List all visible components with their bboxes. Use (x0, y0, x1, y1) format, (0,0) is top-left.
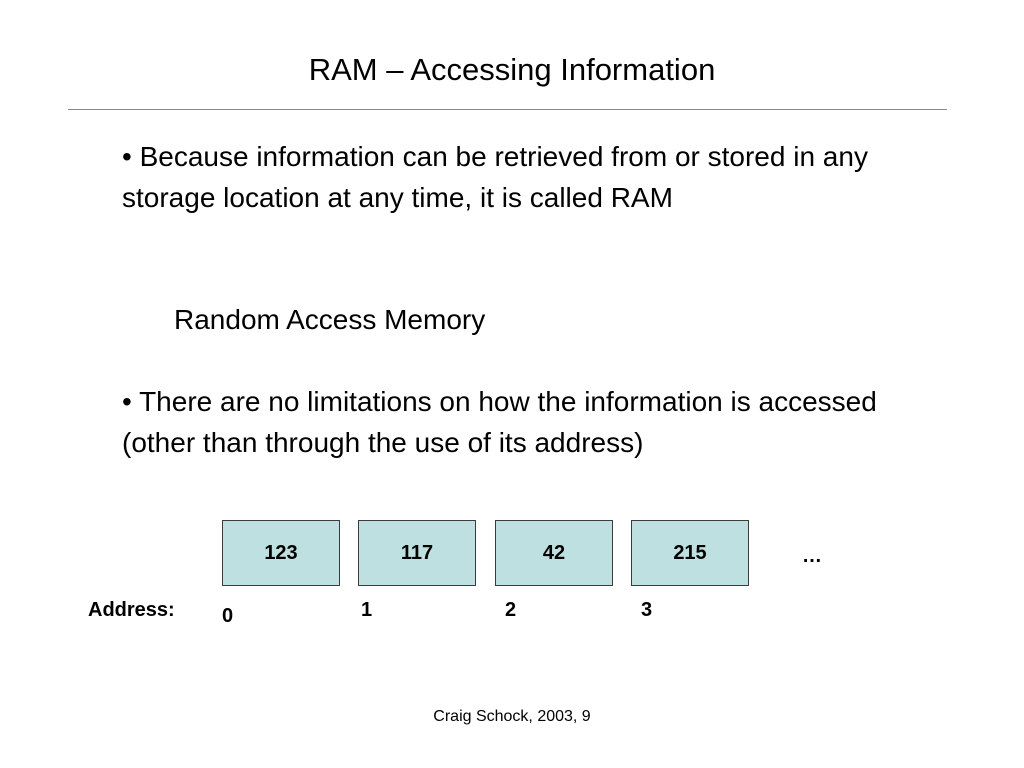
memory-cell: 215 (631, 520, 749, 586)
bullet-text-ram-definition: • Because information can be retrieved f… (122, 141, 868, 213)
bullet-text-access: • There are no limitations on how the in… (122, 386, 877, 458)
address-number: 2 (505, 599, 517, 621)
address-label: Address: (88, 599, 175, 621)
slide-title: RAM – Accessing Information (308, 52, 716, 87)
memory-cell: 42 (495, 520, 613, 586)
memory-cell: 123 (222, 520, 340, 586)
ram-expansion-text: Random Access Memory (174, 304, 486, 335)
address-number: 1 (361, 599, 373, 621)
memory-cell: 117 (358, 520, 476, 586)
title-divider (68, 109, 947, 110)
slide-footer: Craig Schock, 2003, 9 (433, 708, 591, 725)
address-number: 3 (641, 599, 653, 621)
memory-ellipsis: … (802, 545, 822, 567)
address-number: 0 (222, 605, 234, 627)
